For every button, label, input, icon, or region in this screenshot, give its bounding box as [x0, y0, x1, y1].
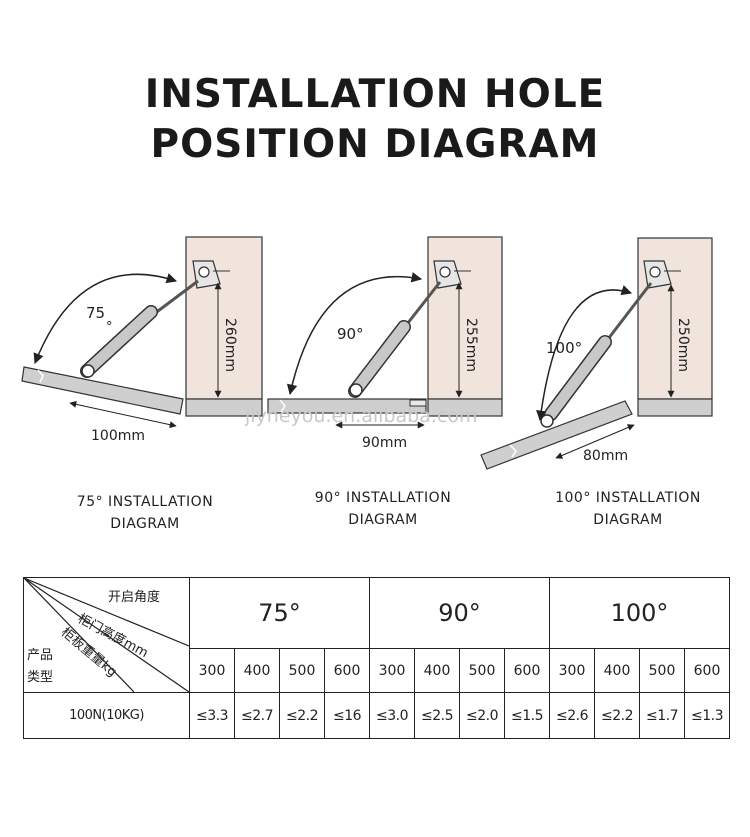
angle-label: 75: [86, 304, 105, 322]
header-open-angle: 开启角度: [108, 590, 161, 605]
weight-cell: ≤3.3: [189, 692, 235, 739]
height-cell: 300: [369, 648, 415, 693]
weight-cell: ≤3.0: [369, 692, 415, 739]
height-cell: 400: [414, 648, 460, 693]
title-line-2: POSITION DIAGRAM: [150, 122, 600, 167]
weight-cell: ≤1.5: [504, 692, 550, 739]
weight-cell: ≤2.2: [279, 692, 325, 739]
height-cell: 300: [189, 648, 235, 693]
cabinet-shelf: [637, 398, 713, 417]
angle-arc: [286, 272, 423, 396]
caption-90: 90° INSTALLATION DIAGRAM: [283, 487, 483, 531]
height-label: 255mm: [463, 318, 479, 372]
mount-bracket: [643, 260, 681, 289]
height-cell: 400: [234, 648, 280, 693]
cabinet-shelf: [427, 398, 503, 417]
angle-degree-sign: °: [106, 320, 113, 335]
diagram-75: 75 ° 260mm 100mm: [21, 236, 263, 444]
diagram-90: 90° 255mm 90mm: [267, 236, 503, 451]
width-label: 90mm: [362, 435, 407, 451]
weight-cell: ≤1.7: [639, 692, 685, 739]
caption-line-2: DIAGRAM: [593, 512, 663, 528]
weight-cell: ≤2.0: [459, 692, 505, 739]
table-row: 100N(10KG) ≤3.3 ≤2.7 ≤2.2 ≤16 ≤3.0 ≤2.5 …: [23, 692, 730, 739]
header-product-type-2: 类型: [27, 670, 54, 685]
spec-table: 开启角度 柜门高度mm 柜板重量kg 产品 类型 75° 90° 100° 30…: [23, 577, 730, 739]
height-cell: 600: [684, 648, 730, 693]
header-diagonal-cell: 开启角度 柜门高度mm 柜板重量kg 产品 类型: [23, 577, 190, 693]
height-label: 260mm: [222, 318, 238, 372]
height-cell: 300: [549, 648, 595, 693]
weight-cell: ≤1.3: [684, 692, 730, 739]
caption-line-1: 90° INSTALLATION: [314, 490, 452, 506]
cabinet-shelf: [185, 398, 263, 417]
width-label: 80mm: [583, 448, 628, 464]
height-cell: 400: [594, 648, 640, 693]
diagram-100: 100° 250mm 80mm: [480, 237, 713, 470]
angle-label: 100°: [546, 339, 582, 357]
angle-arc: [536, 285, 632, 422]
angle-label: 90°: [337, 325, 364, 343]
angle-header-100: 100°: [549, 577, 730, 649]
weight-cell: ≤2.7: [234, 692, 280, 739]
angle-arc: [33, 273, 177, 364]
mount-bracket: [433, 260, 471, 289]
height-cell: 500: [639, 648, 685, 693]
watermark: jiyheyou.en.alibaba.com: [245, 405, 478, 427]
mount-bracket: [192, 260, 230, 289]
width-dimension-line: [69, 400, 177, 429]
caption-line-1: 75° INSTALLATION: [76, 494, 214, 510]
installation-diagrams: 75 ° 260mm 100mm 90° 255mm 90mm: [21, 236, 713, 470]
title-line-1: INSTALLATION HOLE: [144, 72, 606, 117]
caption-line-2: DIAGRAM: [348, 512, 418, 528]
caption-line-1: 100° INSTALLATION: [555, 490, 701, 506]
weight-cell: ≤2.6: [549, 692, 595, 739]
height-cell: 600: [504, 648, 550, 693]
product-cell: 100N(10KG): [23, 692, 190, 739]
weight-cell: ≤2.5: [414, 692, 460, 739]
width-dimension-line: [555, 424, 635, 459]
weight-cell: ≤16: [324, 692, 370, 739]
height-cell: 600: [324, 648, 370, 693]
header-product-type-1: 产品: [27, 648, 54, 663]
height-cell: 500: [279, 648, 325, 693]
height-label: 250mm: [675, 318, 691, 372]
gas-strut: [80, 279, 199, 378]
height-cell: 500: [459, 648, 505, 693]
caption-100: 100° INSTALLATION DIAGRAM: [528, 487, 728, 531]
width-label: 100mm: [91, 428, 145, 444]
angle-header-75: 75°: [189, 577, 370, 649]
weight-cell: ≤2.2: [594, 692, 640, 739]
caption-line-2: DIAGRAM: [110, 516, 180, 532]
cabinet-door: [21, 366, 184, 415]
caption-75: 75° INSTALLATION DIAGRAM: [45, 491, 245, 535]
angle-header-90: 90°: [369, 577, 550, 649]
